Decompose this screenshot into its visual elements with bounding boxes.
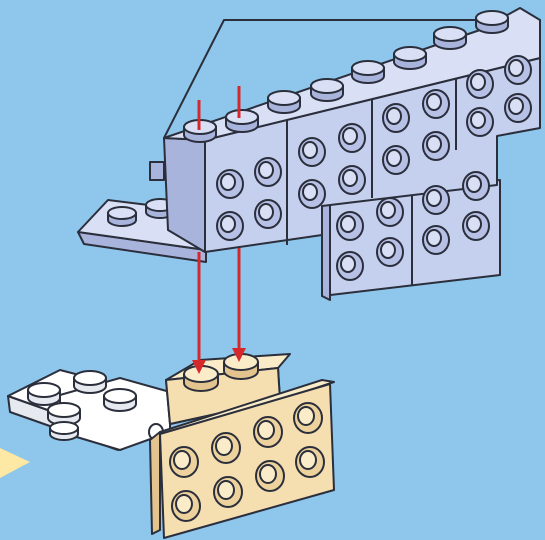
stud-face [467,70,493,98]
stud-face [423,132,449,160]
stud-face [505,56,531,84]
stud-face [339,124,365,152]
stud [226,110,258,132]
stud [50,422,78,440]
stud-face [217,212,243,240]
stud-face [299,138,325,166]
stud-face [339,166,365,194]
stud [394,47,426,69]
stud [476,11,508,33]
stud-face [217,170,243,198]
stud [352,61,384,83]
stud [434,27,466,49]
stud-face [212,433,240,463]
stud-face [423,226,449,254]
stud-face [423,186,449,214]
stud [311,79,343,101]
stud-face [463,172,489,200]
stud [108,207,136,226]
stud-face [299,180,325,208]
stud-face [383,104,409,132]
stud-face [294,403,322,433]
stud-face [255,200,281,228]
stud-face [337,212,363,240]
stud-face [256,461,284,491]
stud-face [296,447,324,477]
stud-face [170,447,198,477]
stud-face [383,146,409,174]
stud-face [377,198,403,226]
pointer-triangle-icon [0,448,30,478]
stud-face [172,491,200,521]
stud-face [337,252,363,280]
stud-face [505,94,531,122]
stud-face [214,477,242,507]
stud-face [255,158,281,186]
white-hinge-assembly [8,370,170,450]
stud-face [463,212,489,240]
stud [104,389,136,411]
stud-face [423,90,449,118]
stud-face [467,108,493,136]
stud-face [377,238,403,266]
stud [74,371,106,393]
tan-assembly [150,354,334,538]
stud-face [254,417,282,447]
stud [268,91,300,113]
upper-assembly [78,8,540,300]
stud [28,383,60,405]
